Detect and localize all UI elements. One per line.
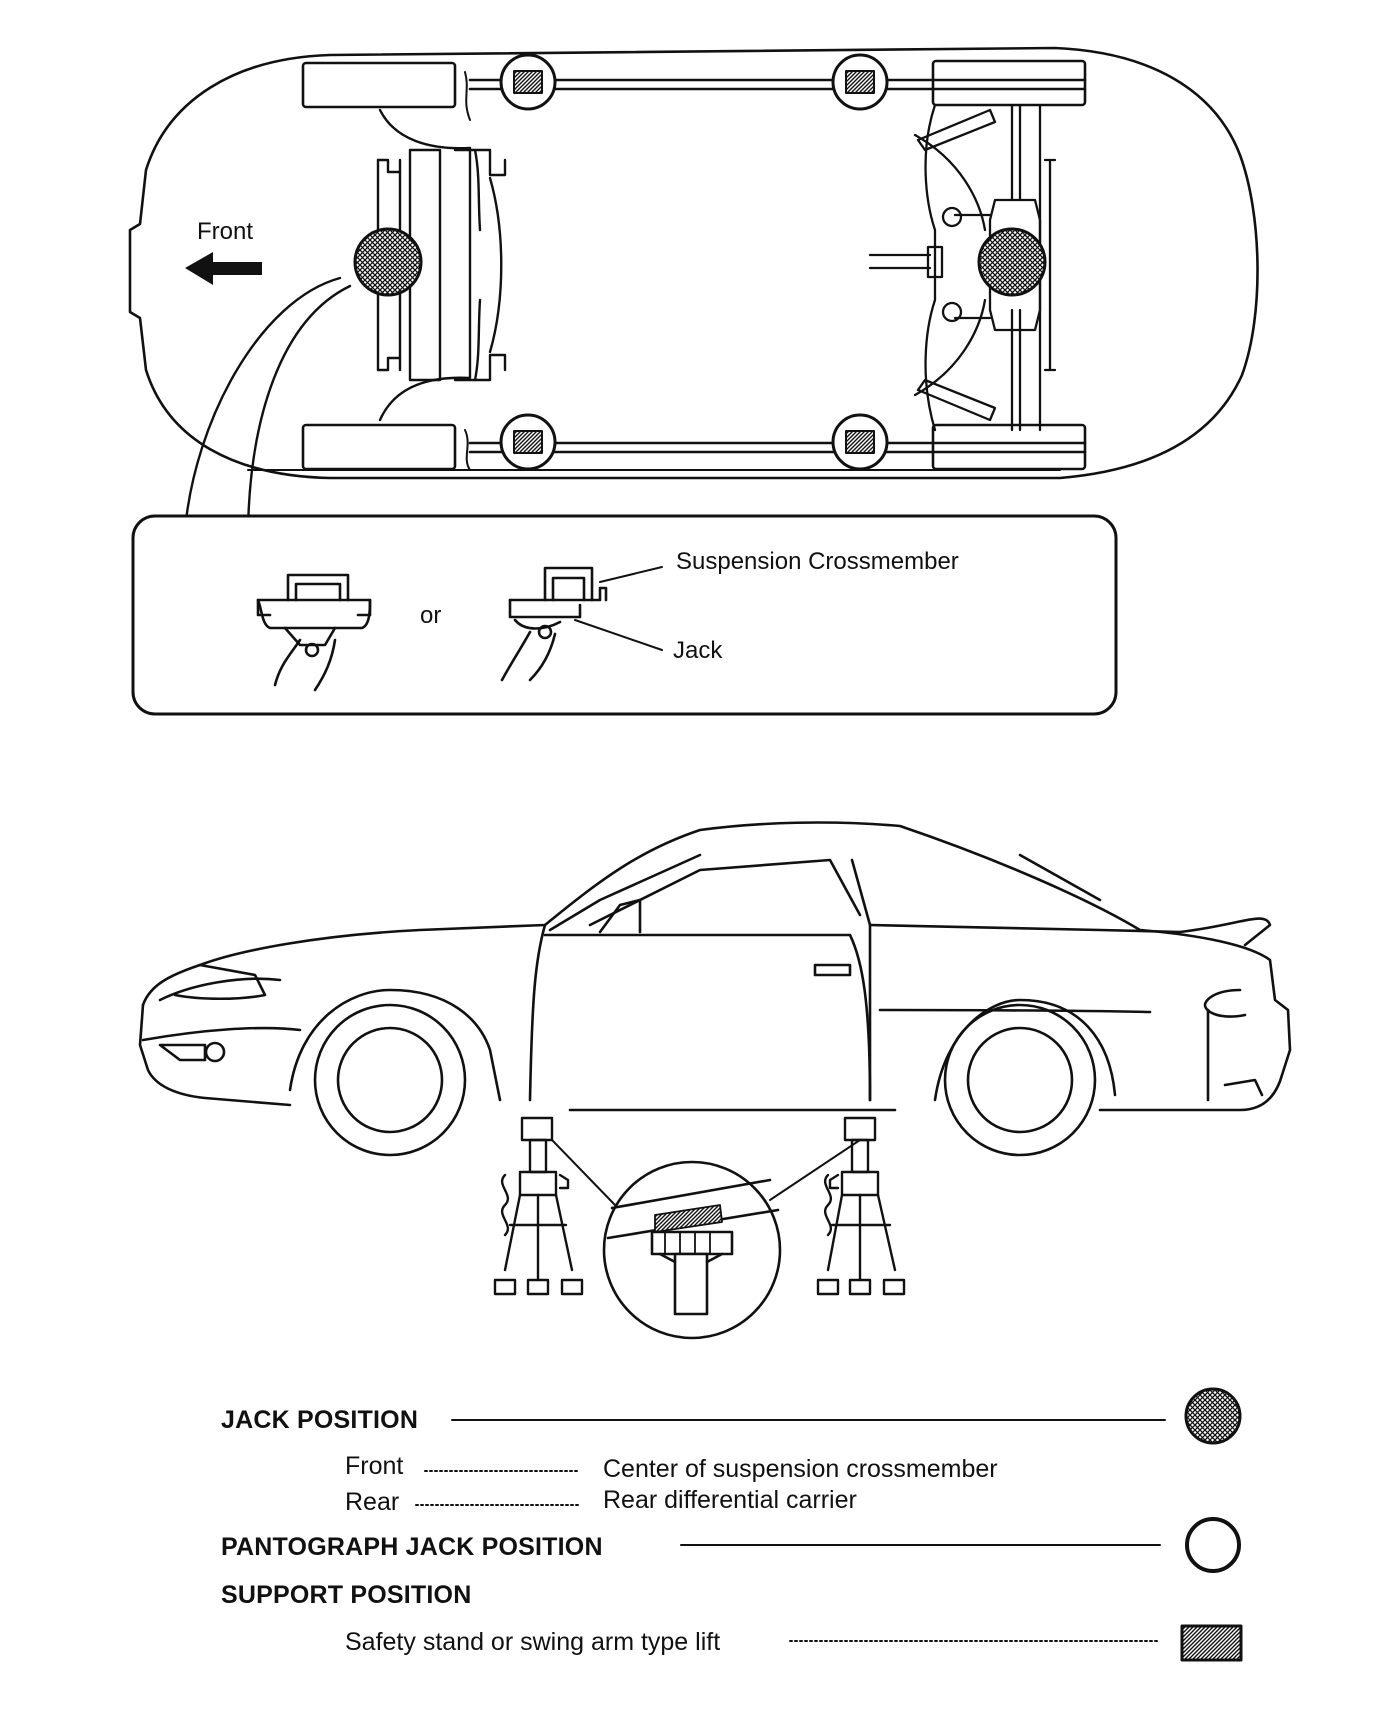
jack-position-title: JACK POSITION — [221, 1406, 419, 1434]
pantograph-point-legend-icon — [1185, 1517, 1241, 1573]
side-rails — [464, 71, 1087, 471]
pantograph-jack-position-title: PANTOGRAPH JACK POSITION — [221, 1533, 603, 1561]
legend-rules — [415, 1419, 1166, 1642]
support-position-desc: Safety stand or swing arm type lift — [345, 1628, 721, 1656]
jack-stand-front — [493, 1116, 584, 1296]
suspension-crossmember-label: Suspension Crossmember — [676, 548, 959, 575]
car-underbody-outline — [128, 46, 1259, 480]
support-position-title: SUPPORT POSITION — [221, 1581, 472, 1609]
jack-position-front-term: Front — [345, 1452, 404, 1480]
jack-position-rear-term: Rear — [345, 1488, 400, 1516]
support-detail-magnifier — [551, 1139, 861, 1340]
car-side-view — [138, 821, 1292, 1112]
front-arrow-icon — [185, 252, 262, 285]
crossmember-jack-figure-1 — [256, 573, 372, 692]
inset-callout-lines — [183, 276, 352, 532]
crossmember-jack-figure-2 — [500, 566, 663, 682]
jack-stand-rear — [816, 1116, 906, 1296]
front-label: Front — [197, 218, 254, 245]
support-points-top-view — [499, 53, 889, 471]
inset-panel — [131, 514, 1118, 716]
jack-position-front-desc: Center of suspension crossmember — [603, 1455, 998, 1483]
wheels-side-view — [313, 1003, 1097, 1157]
tires-top-view — [301, 59, 1087, 471]
jack-points-top-view — [353, 227, 1047, 297]
or-label: or — [420, 602, 442, 629]
front-crossmember-frame — [376, 108, 507, 422]
jack-position-rear-desc: Rear differential carrier — [603, 1486, 857, 1514]
jack-label: Jack — [673, 637, 723, 664]
support-point-legend-icon — [1180, 1624, 1243, 1662]
jack-point-legend-icon — [1184, 1387, 1242, 1445]
